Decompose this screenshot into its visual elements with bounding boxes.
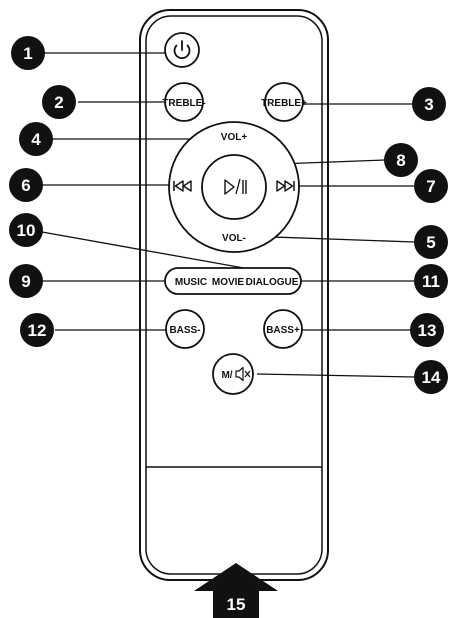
callout-8: 8 xyxy=(384,143,418,177)
dialogue-mode-button[interactable]: DIALOGUE xyxy=(246,277,299,288)
play-pause-icon xyxy=(224,178,247,195)
callout-11-label: 11 xyxy=(422,272,440,291)
bass-minus-label: BASS- xyxy=(169,325,200,336)
callout-4: 4 xyxy=(19,122,53,156)
treble-plus-label: TREBLE+ xyxy=(261,98,307,109)
mute-label: M/ xyxy=(221,370,232,381)
mute-button[interactable]: M/ xyxy=(212,353,254,395)
callout-1-label: 1 xyxy=(23,44,32,63)
callout-6-label: 6 xyxy=(21,176,30,195)
vol-minus-label[interactable]: VOL- xyxy=(222,233,246,244)
callout-2-label: 2 xyxy=(54,93,63,112)
bass-minus-button[interactable]: BASS- xyxy=(165,309,205,349)
callout-3: 3 xyxy=(412,87,446,121)
callout-4-label: 4 xyxy=(31,130,41,149)
callout-7-label: 7 xyxy=(426,177,435,196)
arrow-up-icon: 15 xyxy=(194,563,278,618)
callout-14: 14 xyxy=(414,360,448,394)
skip-previous-icon[interactable] xyxy=(173,180,192,192)
callout-5: 5 xyxy=(414,225,448,259)
callout-5-label: 5 xyxy=(426,233,435,252)
callout-15-label: 15 xyxy=(227,595,246,614)
callout-12: 12 xyxy=(20,313,54,347)
power-icon xyxy=(173,40,191,59)
callout-7: 7 xyxy=(414,169,448,203)
bass-plus-label: BASS+ xyxy=(266,325,300,336)
vol-plus-label[interactable]: VOL+ xyxy=(221,132,248,143)
treble-minus-button[interactable]: TREBLE- xyxy=(162,82,206,122)
treble-plus-button[interactable]: TREBLE+ xyxy=(261,82,307,122)
skip-next-icon[interactable] xyxy=(276,180,295,192)
treble-minus-label: TREBLE- xyxy=(162,98,205,109)
callout-11: 11 xyxy=(414,264,448,298)
play-pause-button[interactable] xyxy=(201,154,267,220)
callout-14-label: 14 xyxy=(422,368,441,387)
callout-13-label: 13 xyxy=(418,321,437,340)
callout-1: 1 xyxy=(11,36,45,70)
speaker-mute-icon xyxy=(235,366,251,382)
callout-6: 6 xyxy=(9,168,43,202)
music-mode-button[interactable]: MUSIC xyxy=(175,277,207,288)
callout-13: 13 xyxy=(410,313,444,347)
bass-plus-button[interactable]: BASS+ xyxy=(263,309,303,349)
movie-mode-button[interactable]: MOVIE xyxy=(212,277,245,288)
callout-10-label: 10 xyxy=(17,221,36,240)
callout-2: 2 xyxy=(42,85,76,119)
callout-8-label: 8 xyxy=(396,151,405,170)
sound-mode-bar: MUSIC MOVIE DIALOGUE xyxy=(164,267,302,295)
power-button[interactable] xyxy=(164,32,200,68)
callout-9: 9 xyxy=(9,264,43,298)
callout-3-label: 3 xyxy=(424,95,433,114)
callout-9-label: 9 xyxy=(21,272,30,291)
callout-10: 10 xyxy=(9,213,43,247)
callout-12-label: 12 xyxy=(28,321,47,340)
